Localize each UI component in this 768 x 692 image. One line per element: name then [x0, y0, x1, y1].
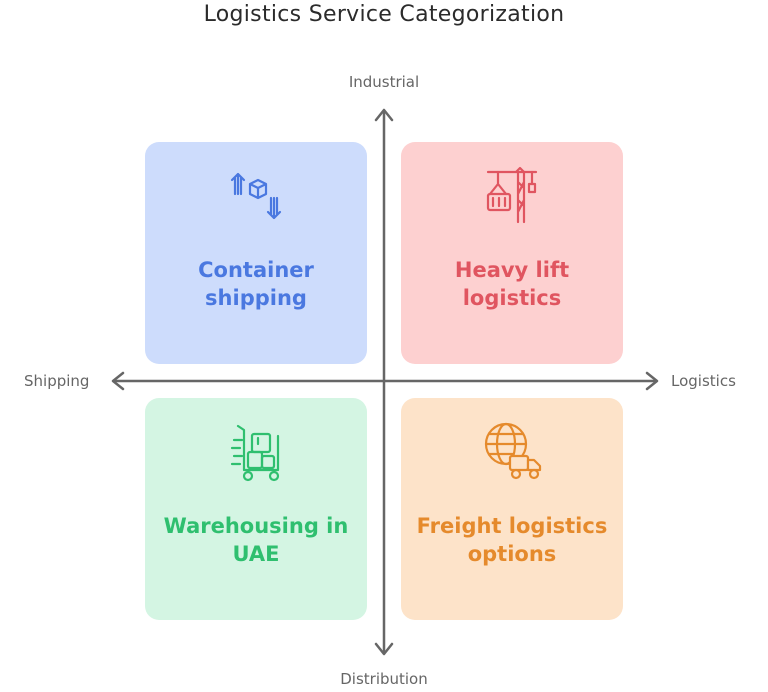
quadrant-label: Heavy lift logistics: [454, 258, 570, 310]
quadrant-warehousing-uae: Warehousing in UAE: [145, 398, 367, 620]
arrow-up-icon: [374, 108, 394, 122]
arrow-down-icon: [374, 642, 394, 656]
boxes-exchange-icon: [145, 164, 367, 228]
quadrant-label: Container shipping: [198, 258, 314, 310]
quadrant-container-shipping: Container shipping: [145, 142, 367, 364]
quadrant-freight-logistics: Freight logistics options: [401, 398, 623, 620]
crane-icon: [401, 164, 623, 228]
arrow-left-icon: [111, 371, 125, 391]
axis-label-top: Industrial: [348, 73, 420, 91]
quadrant-heavy-lift-logistics: Heavy lift logistics: [401, 142, 623, 364]
axis-label-left: Shipping: [24, 372, 90, 390]
hand-truck-icon: [145, 420, 367, 484]
axis-label-right: Logistics: [671, 372, 736, 390]
arrow-right-icon: [645, 371, 659, 391]
quadrant-label: Freight logistics options: [416, 514, 608, 566]
quadrant-label: Warehousing in UAE: [163, 514, 349, 566]
page-title: Logistics Service Categorization: [203, 2, 565, 27]
globe-truck-icon: [401, 420, 623, 484]
axis-label-bottom: Distribution: [340, 670, 428, 688]
